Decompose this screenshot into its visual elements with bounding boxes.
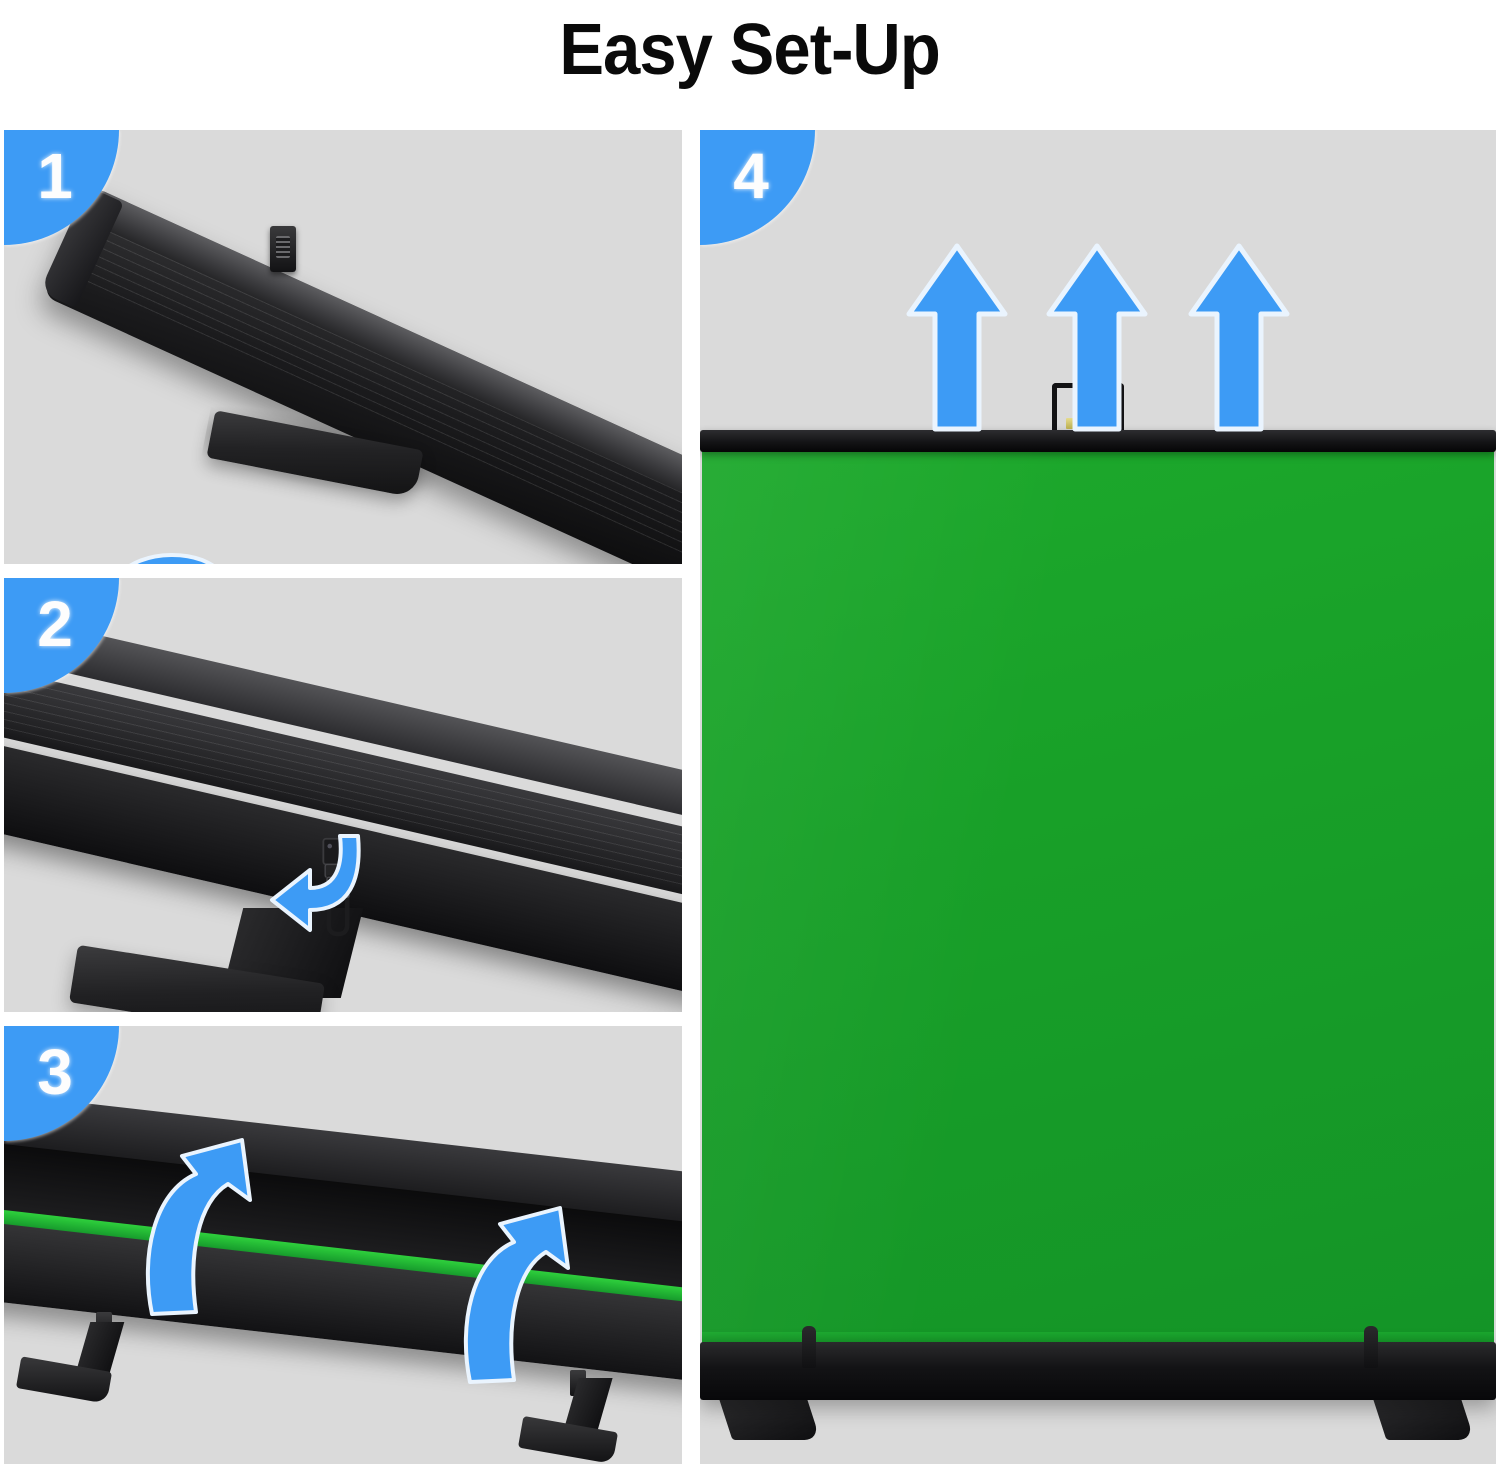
up-arrow-icon: [906, 243, 1008, 432]
top-cross-bar: [700, 430, 1496, 452]
step-4-panel: 4: [700, 130, 1496, 1464]
step-1-badge-number: 1: [37, 140, 73, 212]
green-screen-backdrop: [702, 450, 1494, 1350]
step-1-panel: 1: [4, 130, 682, 564]
screen-clip-left: [802, 1326, 816, 1368]
screen-sheen: [702, 450, 1494, 1350]
page-title-text: Easy Set-Up: [559, 10, 941, 90]
base-bar: [700, 1342, 1496, 1400]
up-arrow-icon: [1046, 243, 1148, 432]
up-arrow-icon: [1188, 243, 1290, 432]
step-3-panel: 3: [4, 1026, 682, 1464]
step-2-badge-number: 2: [37, 588, 73, 660]
step-1-illustration: [4, 130, 682, 564]
folding-foot-right: [517, 1415, 619, 1464]
step-2-panel: 2: [4, 578, 682, 1012]
curved-arrow-icon: [463, 1206, 570, 1384]
step-4-badge-number: 4: [733, 140, 769, 212]
step-3-illustration: [4, 1026, 682, 1464]
curved-arrow-icon: [129, 553, 215, 564]
step-2-badge: 2: [4, 578, 119, 693]
collapsed-case-body: [39, 186, 682, 564]
step-1-badge: 1: [4, 130, 119, 245]
pull-up-arrow-group: [700, 130, 1496, 1464]
step-3-badge-number: 3: [37, 1036, 73, 1108]
case-ridge-texture: [62, 221, 682, 559]
curved-arrow-icon: [145, 1138, 252, 1316]
step-2-illustration: [4, 578, 682, 1012]
foot-clip: [270, 226, 296, 272]
page-title: Easy Set-Up: [0, 0, 1500, 100]
screen-clip-right: [1364, 1326, 1378, 1368]
step-4-illustration: [700, 130, 1496, 1464]
hooked-down-arrow-icon: [270, 834, 361, 932]
